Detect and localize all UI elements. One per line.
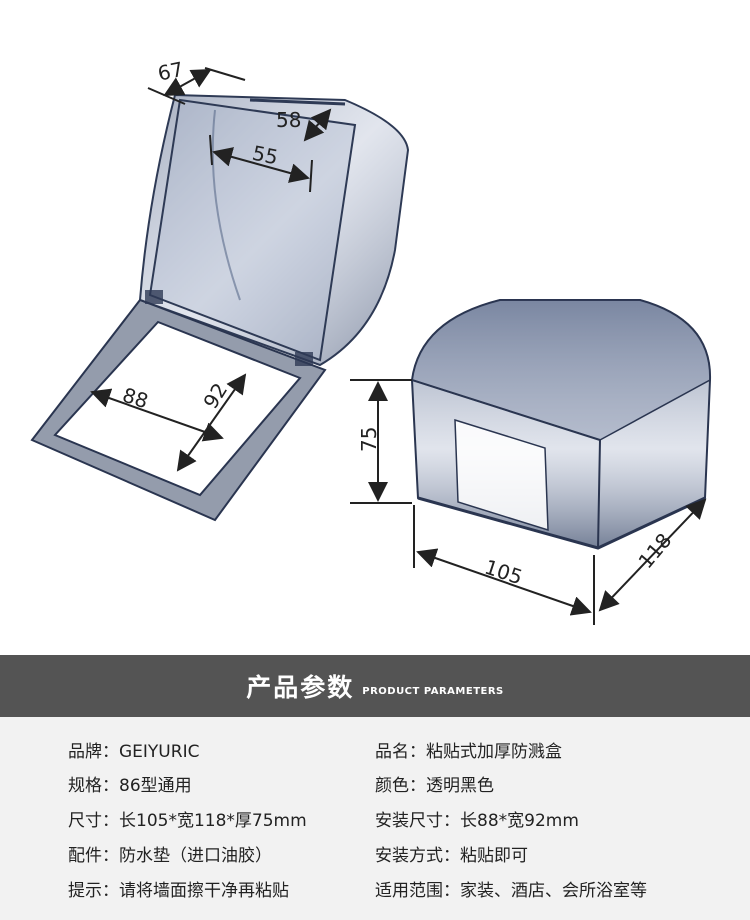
closed-box-opening [454,418,549,532]
param-spec: 规格：86型通用 [68,776,192,796]
section-title: 产品参数 [246,673,355,702]
dim-75-label: 75 [357,427,381,452]
dim-67-label: 67 [156,57,186,86]
param-tip: 提示：请将墙面擦干净再粘贴 [68,881,289,901]
param-accessory: 配件：防水垫（进口油胶） [68,846,272,866]
section-header: 产品参数 PRODUCT PARAMETERS [0,655,750,717]
dim-75: 75 [350,379,412,504]
dim-55: 55 [209,134,313,193]
dim-105-label: 105 [482,555,526,590]
param-scope: 适用范围：家装、酒店、会所浴室等 [375,881,647,901]
param-install-method: 安装方式：粘贴即可 [375,846,528,866]
dim-55-label: 55 [250,141,280,170]
params-panel: 品牌：GEIYURIC 品名：粘贴式加厚防溅盒 规格：86型通用 颜色：透明黑色… [0,717,750,920]
param-color: 颜色：透明黑色 [375,776,494,796]
dim-58: 58 [276,108,332,142]
product-image: 67 58 55 88 92 75 105 [30,57,712,625]
param-size: 尺寸：长105*宽118*厚75mm [68,811,307,831]
open-box [30,93,410,522]
param-install-size: 安装尺寸：长88*宽92mm [375,811,579,831]
section-subtitle: PRODUCT PARAMETERS [362,685,504,697]
dim-58-label: 58 [276,108,301,132]
dim-118-label: 118 [633,528,676,573]
lid-shell [138,93,410,367]
param-brand: 品牌：GEIYURIC [68,742,200,762]
closed-box [410,299,712,550]
closed-box-top [411,299,711,441]
dim-67: 67 [147,57,246,105]
param-name: 品名：粘贴式加厚防溅盒 [375,742,562,762]
